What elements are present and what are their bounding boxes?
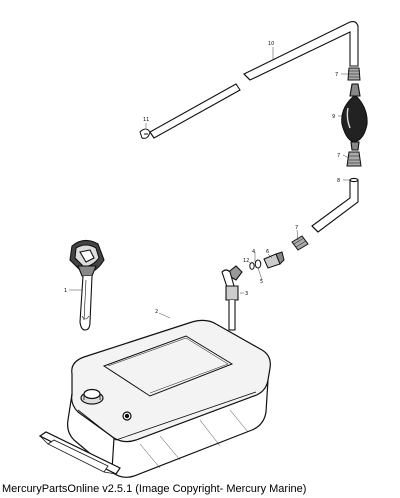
callout-4: 4 xyxy=(252,249,255,255)
callout-7-middle: 7 xyxy=(337,153,340,159)
primer-bulb xyxy=(341,83,368,151)
callout-6: 6 xyxy=(266,249,269,255)
fuel-hose-lower xyxy=(311,177,359,233)
callout-10: 10 xyxy=(268,41,274,47)
quick-connect-fittings xyxy=(249,235,309,270)
callout-5: 5 xyxy=(260,279,263,285)
callout-2: 2 xyxy=(155,309,158,315)
tank-elbow-connector xyxy=(221,265,243,331)
copyright-footer: MercuryPartsOnline v2.5.1 (Image Copyrig… xyxy=(2,483,307,495)
callout-8: 8 xyxy=(337,178,340,184)
callout-9: 9 xyxy=(332,114,335,120)
callout-12: 12 xyxy=(243,258,249,264)
hose-clamp xyxy=(139,128,151,139)
callout-leader-lines xyxy=(69,47,350,319)
callout-7-lower: 7 xyxy=(295,225,298,231)
callout-1: 1 xyxy=(64,288,67,294)
callout-11: 11 xyxy=(143,117,149,123)
callout-3: 3 xyxy=(245,291,248,297)
fuel-tank xyxy=(38,319,271,478)
hose-fitting-middle xyxy=(346,151,362,167)
fuel-hose-upper xyxy=(149,20,359,139)
callout-numbers: 1 2 3 4 5 6 12 7 8 7 9 7 10 11 xyxy=(64,41,340,315)
callout-7-top: 7 xyxy=(335,72,338,78)
fuel-gauge-assembly xyxy=(69,239,105,331)
hose-fitting-top xyxy=(347,67,361,81)
